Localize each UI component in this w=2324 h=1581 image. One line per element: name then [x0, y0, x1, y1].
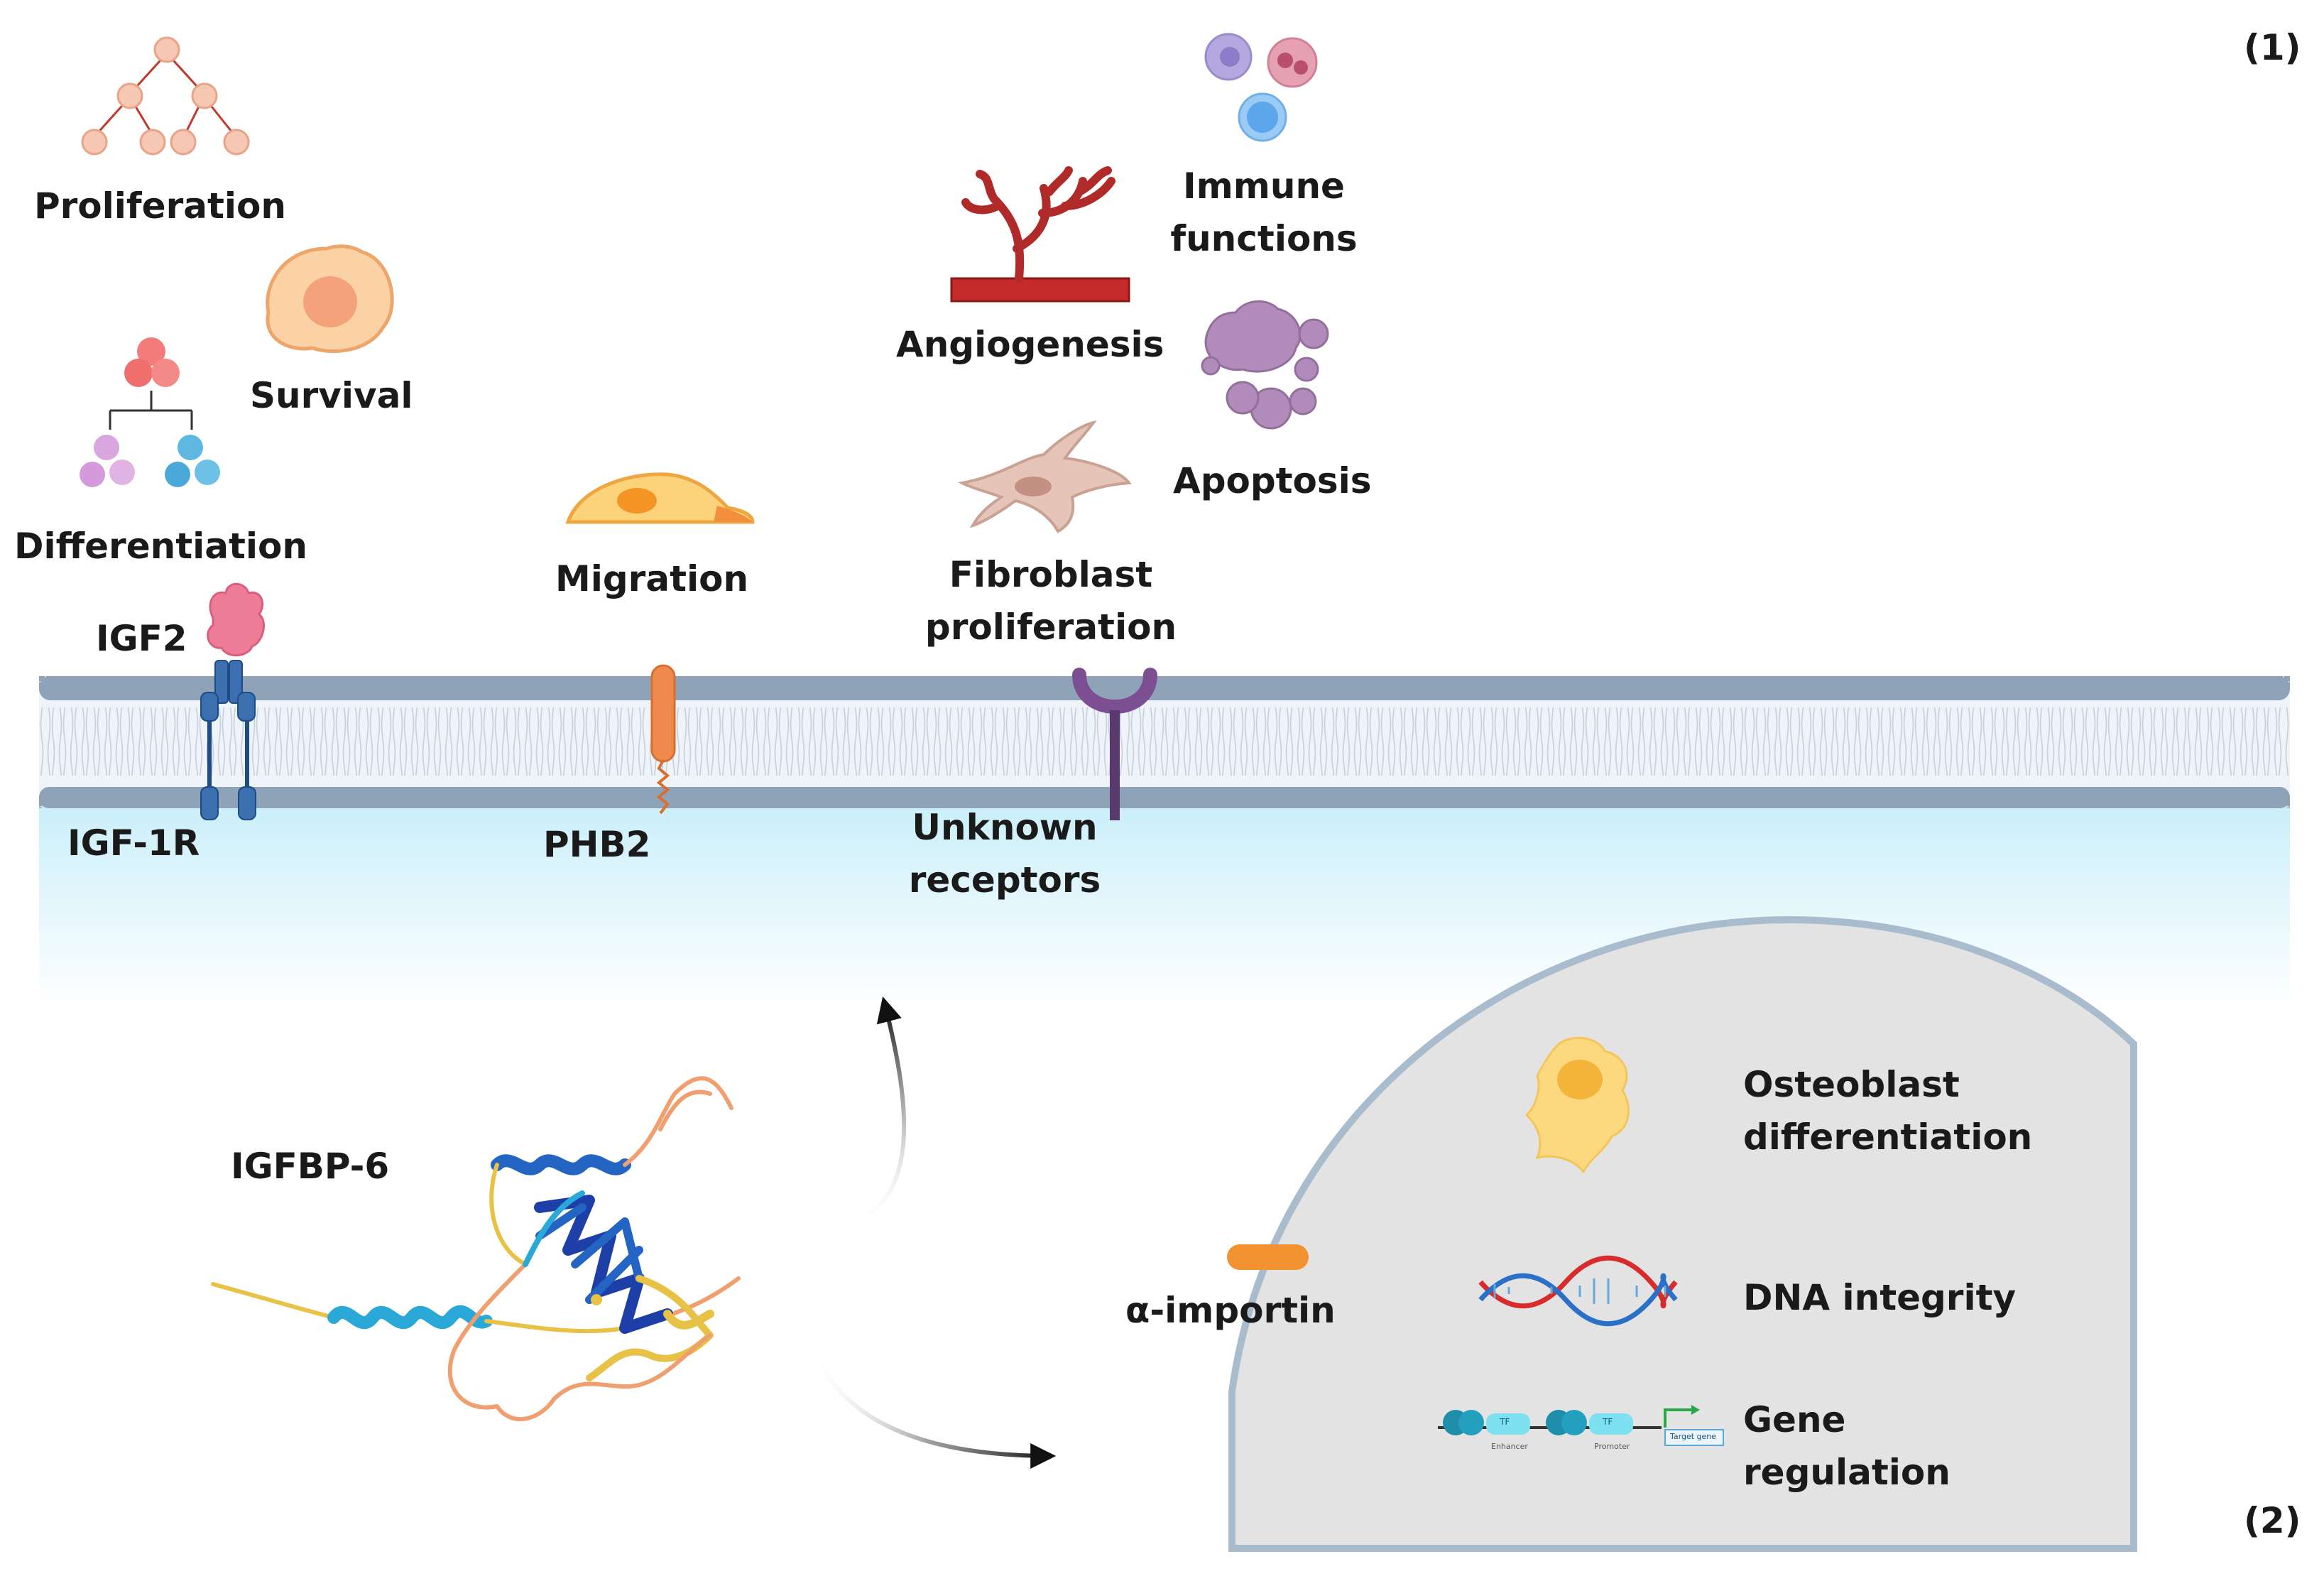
label-unknown-line2: receptors	[908, 859, 1101, 901]
label-tf-2: TF	[1603, 1417, 1613, 1427]
label-gene-line2: regulation	[1743, 1452, 1951, 1493]
label-survival: Survival	[250, 375, 413, 416]
igf1r-receptor	[200, 660, 256, 820]
igf2-ligand	[207, 582, 266, 657]
angiogenesis-icon	[950, 166, 1130, 303]
label-dna-integrity: DNA integrity	[1743, 1277, 2017, 1318]
label-gene-line1: Gene	[1743, 1399, 1846, 1440]
dna-helix-icon	[1478, 1255, 1678, 1327]
label-proliferation: Proliferation	[34, 185, 286, 227]
label-gene-regulation: Gene regulation	[1743, 1393, 1951, 1499]
label-igf2: IGF2	[96, 618, 187, 659]
label-phb2: PHB2	[543, 824, 651, 865]
label-igf1r: IGF-1R	[67, 822, 200, 864]
label-promoter: Promoter	[1594, 1442, 1630, 1451]
apoptosis-icon	[1201, 300, 1329, 430]
panel-label-2: (2)	[2244, 1500, 2301, 1541]
proliferation-icon	[81, 36, 250, 156]
unknown-receptor	[1072, 668, 1157, 820]
differentiation-icon	[80, 337, 220, 487]
label-enhancer: Enhancer	[1491, 1442, 1528, 1451]
label-target-gene: Target gene	[1670, 1432, 1717, 1441]
immune-cells-icon	[1204, 33, 1318, 142]
label-immune-line1: Immune	[1183, 165, 1345, 207]
label-angiogenesis: Angiogenesis	[896, 324, 1164, 365]
label-differentiation: Differentiation	[14, 526, 307, 567]
panel-label-1: (1)	[2244, 27, 2301, 68]
label-alpha-importin: α-importin	[1125, 1290, 1336, 1331]
label-immune-line2: functions	[1170, 218, 1358, 259]
label-fibroblast-line1: Fibroblast	[949, 554, 1153, 595]
alpha-importin-molecule	[1227, 1244, 1309, 1270]
arrow-to-membrane	[805, 996, 907, 1234]
fibroblast-icon	[957, 420, 1132, 533]
migration-icon	[565, 472, 755, 524]
survival-icon	[266, 244, 394, 353]
osteoblast-icon	[1524, 1036, 1630, 1174]
nucleus	[1228, 916, 2137, 1552]
label-unknown-receptors: Unknown receptors	[873, 801, 1136, 906]
gene-regulation-icon	[1438, 1405, 1724, 1446]
label-apoptosis: Apoptosis	[1173, 460, 1372, 501]
label-fibroblast-line2: proliferation	[924, 607, 1177, 648]
label-tf-1: TF	[1500, 1417, 1510, 1427]
arrow-to-nucleus	[804, 1320, 1057, 1469]
label-immune-functions: Immune functions	[1157, 160, 1370, 265]
cell-membrane	[39, 676, 2290, 808]
label-igfbp6: IGFBP-6	[231, 1146, 390, 1187]
label-osteoblast-differentiation: Osteoblast differentiation	[1743, 1058, 2032, 1163]
label-migration: Migration	[555, 558, 749, 599]
label-osteoblast-line1: Osteoblast	[1743, 1064, 1960, 1105]
label-osteoblast-line2: differentiation	[1743, 1117, 2033, 1158]
igfbp6-protein-structure	[211, 1076, 741, 1421]
phb2-molecule	[650, 664, 676, 815]
label-unknown-line1: Unknown	[912, 807, 1098, 848]
label-fibroblast-proliferation: Fibroblast proliferation	[909, 548, 1193, 653]
